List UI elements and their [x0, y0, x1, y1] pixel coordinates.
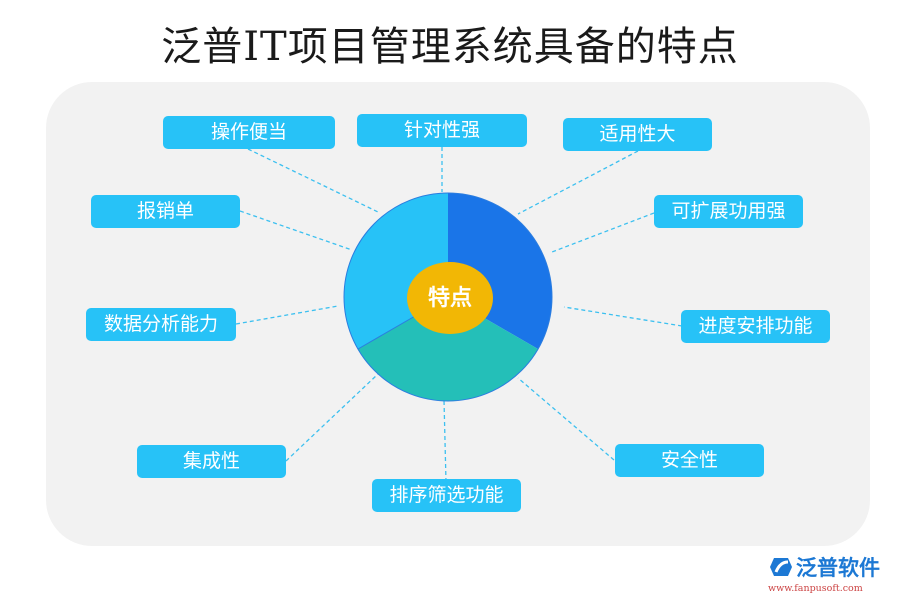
feature-tag-extensibility: 可扩展功用强	[654, 195, 803, 228]
feature-tag-targeted: 针对性强	[357, 114, 527, 147]
brand-logo: 泛普软件 www.fanpusoft.com	[768, 552, 893, 594]
feature-tag-easy-operation: 操作便当	[163, 116, 335, 149]
logo-icon	[770, 558, 792, 576]
page-title: 泛普IT项目管理系统具备的特点	[161, 24, 739, 70]
feature-tag-integration: 集成性	[137, 445, 286, 478]
logo-url: www.fanpusoft.com	[768, 583, 863, 594]
center-label: 特点	[407, 262, 493, 334]
feature-tag-scheduling: 进度安排功能	[681, 310, 830, 343]
feature-tag-security: 安全性	[615, 444, 764, 477]
feature-tag-wide-applicability: 适用性大	[563, 118, 712, 151]
feature-tag-expense-report: 报销单	[91, 195, 240, 228]
feature-tag-sort-filter: 排序筛选功能	[372, 479, 521, 512]
feature-tag-data-analysis: 数据分析能力	[86, 308, 236, 341]
logo-name: 泛普软件	[796, 556, 880, 580]
